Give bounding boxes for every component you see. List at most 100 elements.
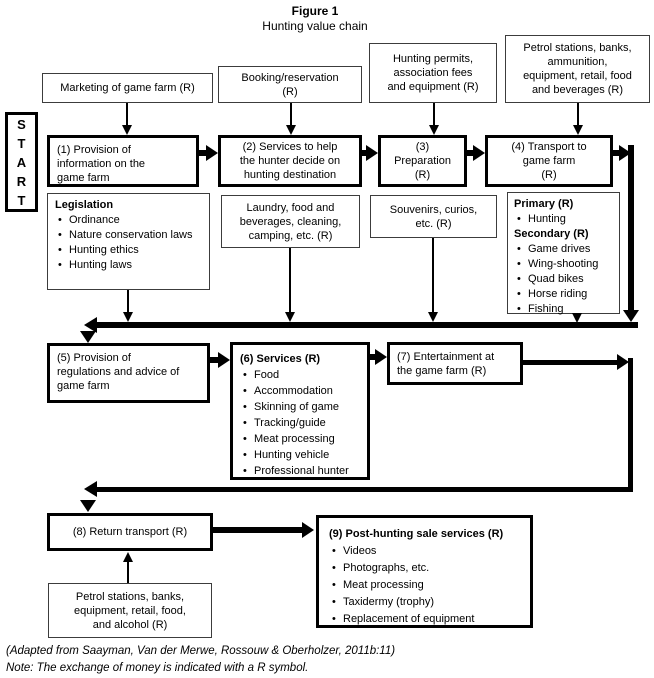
box8-return-transport: (8) Return transport (R) [47, 513, 213, 551]
arrow-box4-elbow [613, 150, 620, 156]
marketing-label: Marketing of game farm (R) [60, 82, 195, 94]
arrow-box7-elbow [523, 360, 618, 365]
bullet-item: Accommodation [240, 383, 363, 399]
arrowhead-petroltop-to-box4 [573, 125, 583, 135]
booking-label: Booking/reservation(R) [241, 71, 339, 98]
petrol-bottom-box: Petrol stations, banks,equipment, retail… [48, 583, 212, 638]
arrowhead-line2-left [84, 481, 97, 497]
box6-services: (6) Services (R) FoodAccommodationSkinni… [230, 342, 370, 480]
citation-text: (Adapted from Saayman, Van der Merwe, Ro… [6, 645, 396, 657]
box6-list: FoodAccommodationSkinning of gameTrackin… [240, 367, 363, 479]
arrowhead-box5-box6 [218, 352, 230, 368]
arrowhead-permits-to-box3 [429, 125, 439, 135]
secondary-title: Secondary (R) [514, 228, 589, 240]
box9-title: (9) Post-hunting sale services (R) [329, 528, 504, 540]
arrow-box3-box4 [467, 150, 474, 156]
arrowhead-box6-box7 [375, 349, 387, 365]
primary-title: Primary (R) [514, 198, 574, 210]
line-box4-down [628, 145, 634, 311]
collector-line-1 [97, 322, 638, 328]
bullet-item: Skinning of game [240, 399, 363, 415]
arrowhead-box7-elbow [617, 354, 629, 370]
secondary-list: Game drivesWing-shootingQuad bikesHorse … [514, 242, 615, 317]
arrow-box8-box9 [213, 527, 303, 533]
arrow-box1-box2 [199, 150, 207, 156]
bullet-item: Hunting laws [55, 258, 205, 273]
bullet-item: Fishing [514, 302, 615, 317]
box3-preparation: (3)Preparation(R) [378, 135, 467, 187]
bullet-item: Meat processing [329, 577, 526, 594]
souvenirs-label: Souvenirs, curios,etc. (R) [389, 203, 478, 230]
bullet-item: Videos [329, 543, 526, 560]
box8-label: (8) Return transport (R) [72, 526, 188, 538]
arrow-petroltop-to-box4 [577, 103, 579, 126]
arrow-marketing-to-box1 [126, 103, 128, 126]
arrow-box6-box7 [370, 354, 376, 360]
primary-list: Hunting [514, 212, 615, 227]
bullet-item: Photographs, etc. [329, 560, 526, 577]
bullet-item: Taxidermy (trophy) [329, 594, 526, 611]
figure-number: Figure 1 [291, 4, 339, 18]
arrowhead-line2-to-box8 [80, 500, 96, 512]
arrow-permits-to-box3 [433, 103, 435, 126]
activities-box: Primary (R) Hunting Secondary (R) Game d… [507, 192, 620, 317]
figure-subtitle: Hunting value chain [262, 19, 368, 33]
arrowhead-activities-to-line [572, 313, 582, 323]
box3-label: (3)Preparation(R) [394, 141, 451, 181]
figure-title-block: Figure 1 Hunting value chain [0, 4, 630, 34]
arrowhead-box3-box4 [473, 145, 485, 161]
bullet-item: Hunting vehicle [240, 447, 363, 463]
arrow-petrolbottom-to-box8 [127, 562, 129, 583]
bullet-item: Tracking/guide [240, 415, 363, 431]
arrowhead-marketing-to-box1 [122, 125, 132, 135]
bullet-item: Wing-shooting [514, 257, 615, 272]
arrowhead-box8-box9 [302, 522, 314, 538]
bullet-item: Horse riding [514, 287, 615, 302]
bullet-item: Nature conservation laws [55, 228, 205, 243]
note-text: Note: The exchange of money is indicated… [6, 662, 309, 674]
souvenirs-box: Souvenirs, curios,etc. (R) [370, 195, 497, 238]
bullet-item: Game drives [514, 242, 615, 257]
collector-line-2 [97, 487, 633, 492]
bullet-item: Quad bikes [514, 272, 615, 287]
legislation-list: OrdinanceNature conservation lawsHunting… [55, 213, 205, 273]
arrow-laundry-to-line [289, 248, 291, 313]
legislation-box: Legislation OrdinanceNature conservation… [47, 193, 210, 290]
arrow-booking-to-box2 [290, 103, 292, 126]
bullet-item: Professional hunter [240, 463, 363, 479]
arrowhead-souvenirs-to-line [428, 312, 438, 322]
line-box7-down [628, 358, 633, 492]
bullet-item: Hunting ethics [55, 243, 205, 258]
arrowhead-line1-to-box5 [80, 331, 96, 343]
legislation-title: Legislation [55, 199, 114, 211]
petrol-bottom-label: Petrol stations, banks,equipment, retail… [74, 590, 186, 631]
arrowhead-legislation-to-line [123, 312, 133, 322]
arrowhead-box1-box2 [206, 145, 218, 161]
booking-box: Booking/reservation(R) [218, 66, 362, 103]
box6-title: (6) Services (R) [240, 353, 321, 365]
bullet-item: Ordinance [55, 213, 205, 228]
arrow-legislation-to-line [127, 290, 129, 313]
bullet-item: Food [240, 367, 363, 383]
arrowhead-line1-left [84, 317, 97, 333]
arrow-box2-box3 [362, 150, 367, 156]
bullet-item: Replacement of equipment [329, 611, 526, 628]
box9-list: VideosPhotographs, etc.Meat processingTa… [329, 543, 526, 628]
arrowhead-laundry-to-line [285, 312, 295, 322]
